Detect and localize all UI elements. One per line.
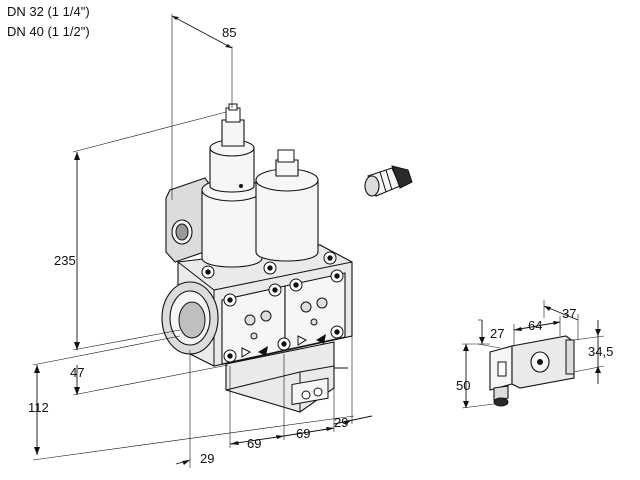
dim-height-base: 112: [28, 400, 49, 415]
nominal-size-line-2: DN 40 (1 1/2"): [7, 24, 90, 39]
nominal-size-line-1: DN 32 (1 1/4"): [7, 4, 90, 19]
dim-gland-height: 27: [490, 326, 504, 341]
dim-left-offset: 29: [200, 451, 214, 466]
dim-height-total: 235: [54, 253, 76, 268]
solenoid-dimension-lines: [461, 300, 605, 409]
dim-right-height: 34,5: [588, 344, 613, 359]
dim-cap-width: 37: [562, 306, 576, 321]
dim-body-length: 64: [528, 318, 542, 333]
main-dimension-lines: [32, 14, 373, 468]
dim-height-inlet: 47: [70, 365, 84, 380]
dim-right-offset: 29: [334, 415, 348, 430]
dim-total-height: 50: [456, 378, 470, 393]
dim-flange-spacing-b: 69: [296, 426, 310, 441]
cable-gland: [364, 165, 413, 197]
dim-top-depth: 85: [222, 25, 236, 40]
solenoid-connector: [489, 335, 575, 407]
dim-flange-spacing-a: 69: [247, 436, 261, 451]
gas-valve-assembly: [161, 103, 353, 413]
